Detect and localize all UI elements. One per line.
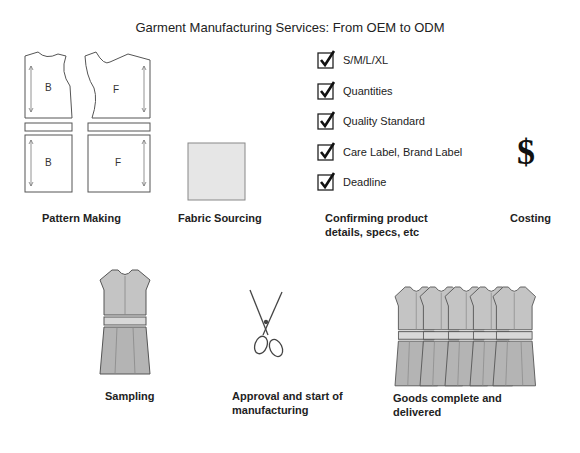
piece-letter: F <box>115 157 121 170</box>
piece-letter: B <box>45 82 52 95</box>
checkboxes <box>318 51 334 190</box>
checklist-item: S/M/L/XL <box>343 54 388 68</box>
piece-letter: B <box>45 157 52 170</box>
fabric-swatch <box>188 143 245 200</box>
currency-symbol: $ <box>517 130 535 175</box>
scissors <box>250 290 285 359</box>
diagram-title: Garment Manufacturing Services: From OEM… <box>135 20 444 36</box>
step-caption: Fabric Sourcing <box>178 212 288 226</box>
step-caption: Approval and start of manufacturing <box>232 390 357 418</box>
finished-goods <box>395 287 536 386</box>
checklist-item: Deadline <box>343 176 386 190</box>
checklist-item: Quantities <box>343 85 393 99</box>
pattern-pieces <box>25 52 150 192</box>
step-caption: Goods complete and delivered <box>393 392 518 420</box>
checklist-item: Quality Standard <box>343 115 425 129</box>
piece-letter: F <box>113 84 119 97</box>
step-caption: Pattern Making <box>42 212 152 226</box>
sample-dress <box>100 270 150 374</box>
step-caption: Confirming product details, specs, etc <box>325 212 450 240</box>
step-caption: Sampling <box>105 390 205 404</box>
grain-lines <box>29 66 146 186</box>
step-caption: Costing <box>510 212 570 226</box>
checklist-item: Care Label, Brand Label <box>343 146 462 160</box>
